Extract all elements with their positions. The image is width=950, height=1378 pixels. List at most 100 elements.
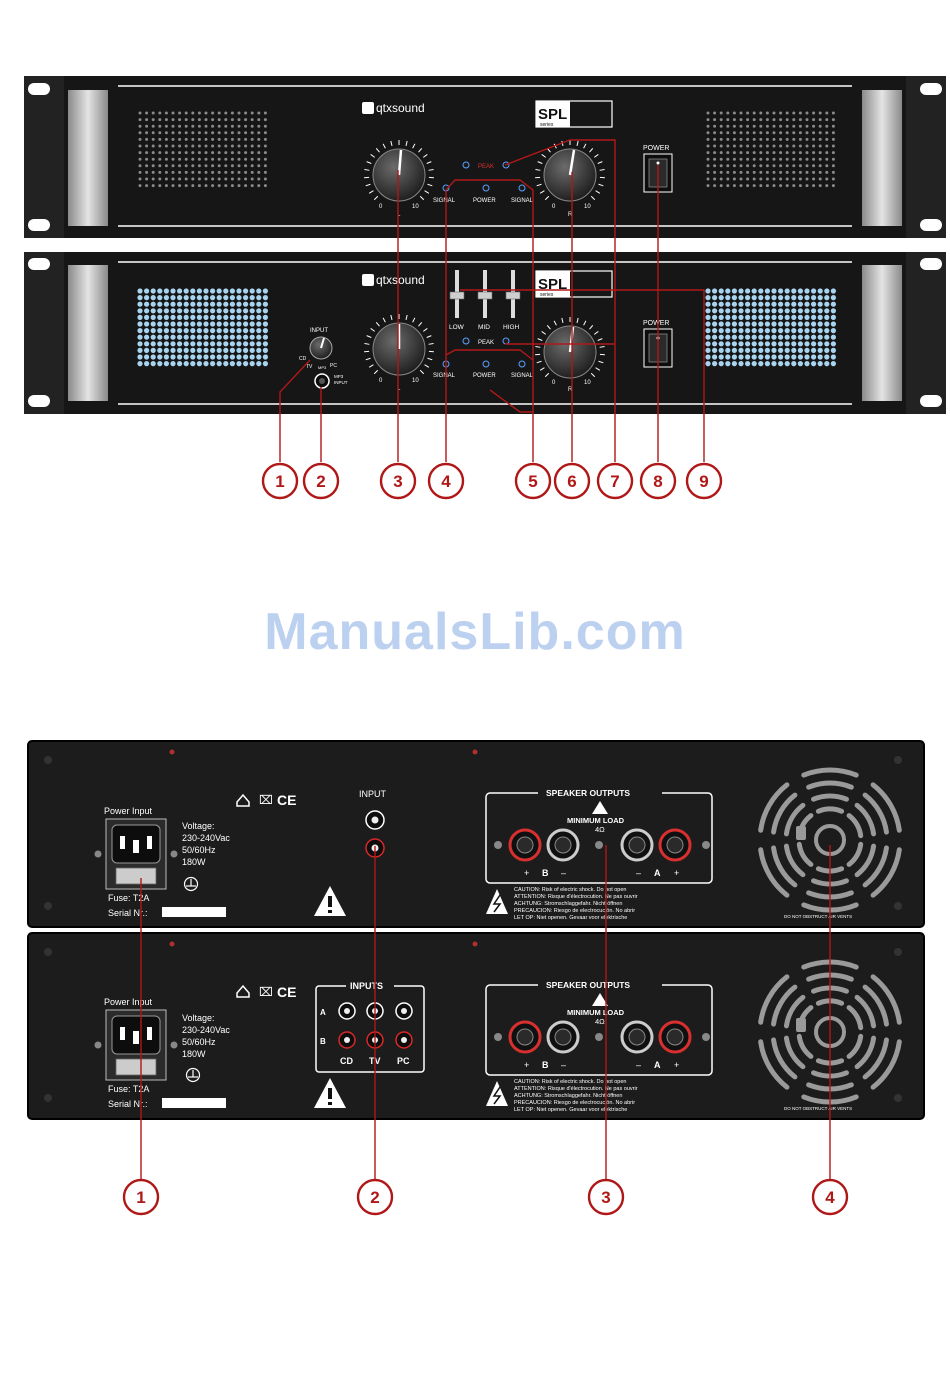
eq-sliders[interactable]: LOW MID HIGH (449, 270, 521, 331)
volume-knob-left[interactable]: 0 10 L (364, 140, 434, 218)
svg-text:CD: CD (340, 1056, 353, 1066)
svg-text:+: + (674, 868, 679, 878)
rack-ear-right (906, 76, 946, 238)
speaker-outputs-2[interactable]: SPEAKER OUTPUTS MINIMUM LOAD 4Ω + B – – … (485, 979, 713, 1076)
vent-grille-right (706, 111, 835, 188)
rear-panel-1: Power Input Fuse: T2A Serial Nr.: Voltag… (27, 740, 925, 928)
input-selector-knob[interactable]: INPUT CD TV MP3 PC (299, 328, 337, 370)
svg-text:LET OP: Niet openen. Gevaar vo: LET OP: Niet openen. Gevaar voor elektri… (514, 1107, 627, 1113)
svg-text:0: 0 (379, 378, 383, 384)
svg-text:CAUTION: Risk of electric shoc: CAUTION: Risk of electric shock. Do not … (514, 1079, 626, 1085)
svg-text:SPEAKER OUTPUTS: SPEAKER OUTPUTS (546, 980, 630, 990)
svg-text:Voltage:: Voltage: (182, 821, 215, 831)
power-inlet-2[interactable]: Power Input Fuse: T2A Serial Nr.: (94, 997, 227, 1109)
svg-text:Power Input: Power Input (104, 997, 153, 1007)
fan-grille: DO NOT OBSTRUCT AIR VENTS (758, 767, 902, 919)
svg-text:SPL: SPL (538, 106, 567, 123)
brand-logo-2: qtxsound (362, 273, 425, 287)
svg-text:MP3: MP3 (334, 374, 344, 379)
svg-text:+: + (524, 1060, 529, 1070)
svg-text:CAUTION: Risk of electric shoc: CAUTION: Risk of electric shock. Do not … (514, 887, 626, 893)
svg-text:A: A (320, 1008, 326, 1017)
rear-panel-2: Power Input Fuse: T2A Serial Nr.: Voltag… (27, 932, 925, 1120)
watermark: ManualsLib.com (264, 603, 686, 661)
svg-text:2: 2 (370, 1188, 379, 1207)
svg-text:PEAK: PEAK (478, 340, 494, 346)
svg-text:4Ω: 4Ω (595, 825, 605, 834)
svg-text:+: + (524, 868, 529, 878)
warning-triangle-icon-2 (314, 1078, 346, 1108)
voltage-info-2: Voltage: 230-240Vac 50/60Hz 180W (182, 1013, 230, 1083)
rack-ear-right-2 (906, 252, 946, 414)
svg-text:Fuse: T2A: Fuse: T2A (108, 893, 149, 903)
front-panel-1: qtxsound SPL series 0 10 L 0 10 R (24, 76, 946, 238)
svg-text:POWER: POWER (643, 145, 669, 152)
callout-3: 3 (587, 1178, 625, 1216)
blue-vent-grille-left (137, 288, 268, 367)
rack-ear-left (24, 76, 64, 238)
svg-text:B: B (542, 868, 549, 878)
svg-text:SPL: SPL (538, 276, 567, 293)
svg-text:series: series (540, 122, 554, 128)
svg-text:9: 9 (699, 472, 708, 491)
svg-text:180W: 180W (182, 1049, 206, 1059)
callout-3: 3 (379, 462, 417, 500)
svg-text:1: 1 (275, 472, 284, 491)
svg-text:–: – (636, 868, 641, 878)
front-panel-2: qtxsound SPL series INPUT CD TV MP3 PC M… (24, 252, 946, 414)
svg-text:180W: 180W (182, 857, 206, 867)
svg-text:INPUTS: INPUTS (350, 981, 383, 991)
spl-series-badge-2: SPL series (535, 270, 613, 298)
svg-text:HIGH: HIGH (503, 324, 520, 331)
callout-4: 4 (427, 462, 465, 500)
svg-text:INPUT: INPUT (310, 328, 328, 334)
svg-text:–: – (561, 1060, 566, 1070)
svg-text:LET OP: Niet openen. Gevaar vo: LET OP: Niet openen. Gevaar voor elektri… (514, 915, 627, 921)
volume-knob-left-2[interactable]: 0 10 L (364, 314, 434, 392)
svg-text:qtxsound: qtxsound (376, 273, 425, 287)
front-leader-lines (279, 139, 705, 462)
volume-knob-right[interactable]: 0 10 R (535, 140, 605, 218)
svg-text:ACHTUNG: Stromschlaggefahr. Ni: ACHTUNG: Stromschlaggefahr. Nicht öffnen (514, 901, 622, 907)
svg-text:MID: MID (478, 324, 490, 331)
svg-text:SIGNAL: SIGNAL (433, 373, 456, 379)
mp3-input-jack[interactable]: MP3 INPUT (314, 373, 348, 389)
svg-text:R: R (568, 387, 573, 393)
svg-text:POWER: POWER (643, 320, 669, 327)
svg-text:A: A (654, 868, 661, 878)
svg-text:⌧: ⌧ (259, 793, 273, 807)
svg-text:LOW: LOW (449, 324, 465, 331)
svg-text:–: – (561, 868, 566, 878)
led-indicators-2: PEAK SIGNAL POWER SIGNAL (433, 337, 534, 379)
svg-text:B: B (542, 1060, 549, 1070)
callout-4: 4 (811, 1178, 849, 1216)
handle-left (68, 90, 108, 226)
svg-text:4: 4 (825, 1188, 835, 1207)
svg-text:PRECAUCION: Riesgo de electroc: PRECAUCION: Riesgo de electrocución. No … (514, 908, 635, 914)
svg-text:7: 7 (610, 472, 619, 491)
svg-text:4: 4 (441, 472, 451, 491)
callout-2: 2 (356, 1178, 394, 1216)
power-inlet[interactable]: Power Input Fuse: T2A Serial Nr.: (94, 806, 227, 918)
speaker-outputs[interactable]: SPEAKER OUTPUTS MINIMUM LOAD 4Ω + B – – … (485, 787, 713, 884)
svg-text:0: 0 (379, 204, 383, 210)
svg-text:INPUT: INPUT (334, 380, 348, 385)
svg-text:PC: PC (330, 363, 337, 369)
svg-text:SPEAKER OUTPUTS: SPEAKER OUTPUTS (546, 788, 630, 798)
callout-1: 1 (261, 462, 299, 500)
svg-text:10: 10 (584, 204, 591, 210)
caution-text-2: CAUTION: Risk of electric shock. Do not … (486, 1079, 638, 1113)
svg-text:PEAK: PEAK (478, 164, 494, 170)
svg-text:MINIMUM LOAD: MINIMUM LOAD (567, 1008, 625, 1017)
callout-7: 7 (596, 462, 634, 500)
rack-ear-left-2 (24, 252, 64, 414)
handle-right-2 (862, 265, 902, 401)
svg-text:CE: CE (277, 984, 296, 1000)
svg-text:10: 10 (412, 378, 419, 384)
svg-text:ATTENTION: Risque d'électrocut: ATTENTION: Risque d'électrocution. Ne pa… (514, 1086, 638, 1092)
svg-text:series: series (540, 292, 554, 298)
svg-text:DO NOT OBSTRUCT AIR VENTS: DO NOT OBSTRUCT AIR VENTS (784, 914, 852, 919)
svg-text:10: 10 (584, 380, 591, 386)
